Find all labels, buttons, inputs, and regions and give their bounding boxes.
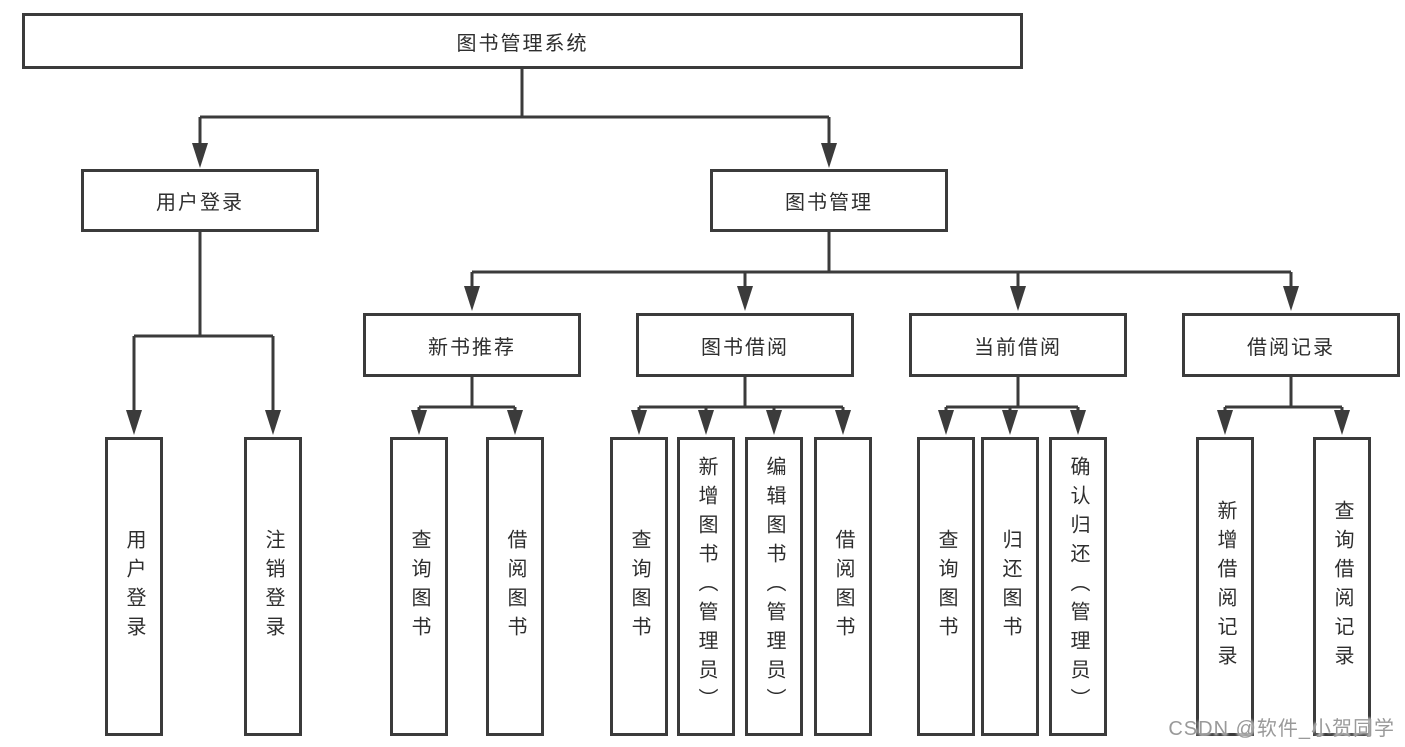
node-root-label: 图书管理系统 [456,32,589,55]
leaf-borrow-add-book: 新增图书（管理员） [677,437,735,736]
leaf-recommend-query-book: 查询图书 [390,437,448,736]
connector-current-borrow-to-leaves [938,377,1086,435]
node-book-management-label: 图书管理 [785,192,873,214]
leaf-current-query-book-label: 查询图书 [935,528,957,645]
node-user-login-label: 用户登录 [156,192,244,214]
leaf-borrow-query-book: 查询图书 [610,437,668,736]
arrowhead-icon [821,143,837,168]
leaf-record-query: 查询借阅记录 [1313,437,1371,736]
connector-user-login-to-leaves [126,232,281,435]
leaf-user-login-label: 用户登录 [123,528,145,645]
arrowhead-icon [1070,410,1086,435]
arrowhead-icon [766,410,782,435]
leaf-borrow-edit-book: 编辑图书（管理员） [745,437,803,736]
leaf-current-return-book-label: 归还图书 [999,528,1021,645]
leaf-borrow-borrow-book: 借阅图书 [814,437,872,736]
arrowhead-icon [631,410,647,435]
node-new-book-recommend-label: 新书推荐 [428,336,516,359]
connector-borrow-record-to-leaves [1217,377,1350,435]
leaf-user-login: 用户登录 [105,437,163,736]
leaf-logout: 注销登录 [244,437,302,736]
arrowhead-icon [698,410,714,435]
leaf-borrow-edit-book-label: 编辑图书（管理员） [763,456,785,717]
leaf-borrow-add-book-label: 新增图书（管理员） [695,456,717,717]
arrowhead-icon [265,410,281,435]
leaf-recommend-borrow-book: 借阅图书 [486,437,544,736]
leaf-record-add-label: 新增借阅记录 [1214,499,1236,674]
leaf-current-confirm-return: 确认归还（管理员） [1049,437,1107,736]
arrowhead-icon [464,286,480,311]
arrowhead-icon [411,410,427,435]
csdn-watermark: CSDN @软件_小贺同学 [1168,718,1395,740]
arrowhead-icon [1283,286,1299,311]
leaf-current-query-book: 查询图书 [917,437,975,736]
node-current-borrow: 当前借阅 [909,313,1127,377]
arrowhead-icon [1334,410,1350,435]
arrowhead-icon [126,410,142,435]
node-current-borrow-label: 当前借阅 [974,336,1062,359]
node-root: 图书管理系统 [22,13,1023,69]
leaf-recommend-query-book-label: 查询图书 [408,528,430,645]
arrowhead-icon [192,143,208,168]
leaf-borrow-query-book-label: 查询图书 [628,528,650,645]
arrowhead-icon [835,410,851,435]
arrowhead-icon [1217,410,1233,435]
arrowhead-icon [1010,286,1026,311]
leaf-current-return-book: 归还图书 [981,437,1039,736]
connector-new-book-recommend-to-leaves [411,377,523,435]
node-user-login: 用户登录 [81,169,319,232]
leaf-borrow-borrow-book-label: 借阅图书 [832,528,854,645]
connector-book-borrow-to-leaves [631,377,851,435]
node-new-book-recommend: 新书推荐 [363,313,581,377]
node-borrow-record-label: 借阅记录 [1247,336,1335,359]
connector-root-to-level2 [192,68,837,168]
arrowhead-icon [938,410,954,435]
leaf-record-add: 新增借阅记录 [1196,437,1254,736]
node-book-borrow: 图书借阅 [636,313,854,377]
arrowhead-icon [1002,410,1018,435]
arrowhead-icon [737,286,753,311]
node-borrow-record: 借阅记录 [1182,313,1400,377]
leaf-logout-label: 注销登录 [262,528,284,645]
leaf-recommend-borrow-book-label: 借阅图书 [504,528,526,645]
leaf-record-query-label: 查询借阅记录 [1331,499,1353,674]
leaf-current-confirm-return-label: 确认归还（管理员） [1067,456,1089,717]
node-book-borrow-label: 图书借阅 [701,336,789,359]
arrowhead-icon [507,410,523,435]
node-book-management: 图书管理 [710,169,948,232]
connector-book-management-to-level3 [464,232,1299,311]
